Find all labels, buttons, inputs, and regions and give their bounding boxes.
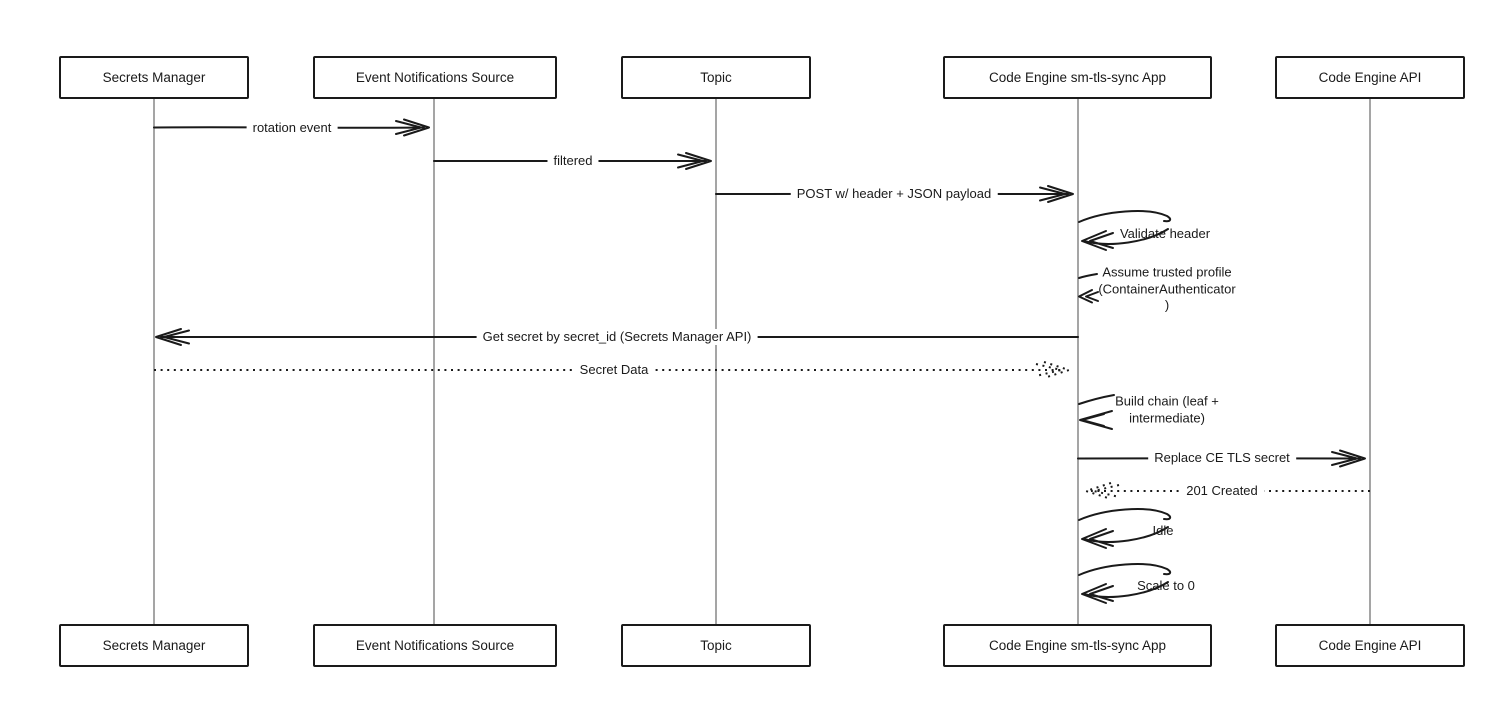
label-build-chain: Build chain (leaf + intermediate) — [1115, 393, 1219, 426]
arrow-idle — [1078, 508, 1172, 549]
lifelines — [153, 99, 1371, 625]
arrow-assume-trusted-profile — [1078, 273, 1099, 304]
label-filtered: filtered — [547, 153, 599, 169]
actor-box-secrets-manager-bottom: Secrets Manager — [59, 624, 249, 667]
actor-box-code-engine-api-top: Code Engine API — [1275, 56, 1465, 99]
arrow-scale-to-0 — [1078, 563, 1172, 604]
label-201-created: 201 Created — [1180, 483, 1264, 499]
actor-box-topic-bottom: Topic — [621, 624, 811, 667]
arrow-secret-data — [154, 361, 1070, 379]
actor-label: Code Engine API — [1318, 70, 1422, 85]
label-replace-secret: Replace CE TLS secret — [1148, 450, 1296, 466]
label-scale-to-0: Scale to 0 — [1137, 577, 1195, 593]
arrow-validate-header — [1078, 210, 1172, 251]
actor-label: Code Engine sm-tls-sync App — [988, 70, 1167, 85]
actor-label: Event Notifications Source — [355, 638, 515, 653]
actor-box-event-notifications-source-top: Event Notifications Source — [313, 56, 557, 99]
actor-box-code-engine-app-bottom: Code Engine sm-tls-sync App — [943, 624, 1212, 667]
label-post-payload: POST w/ header + JSON payload — [790, 186, 998, 202]
actor-label: Code Engine sm-tls-sync App — [988, 638, 1167, 653]
actor-box-event-notifications-source-bottom: Event Notifications Source — [313, 624, 557, 667]
arrow-build-chain — [1078, 394, 1115, 430]
actor-label: Code Engine API — [1318, 638, 1422, 653]
label-idle: Idle — [1152, 522, 1174, 538]
actor-box-code-engine-app-top: Code Engine sm-tls-sync App — [943, 56, 1212, 99]
actor-box-secrets-manager-top: Secrets Manager — [59, 56, 249, 99]
actor-label: Topic — [700, 70, 732, 85]
actor-label: Secrets Manager — [102, 70, 206, 85]
actor-label: Secrets Manager — [102, 638, 206, 653]
actor-box-topic-top: Topic — [621, 56, 811, 99]
label-assume-trusted-profile: Assume trusted profile (ContainerAuthent… — [1098, 264, 1236, 313]
actor-label: Event Notifications Source — [355, 70, 515, 85]
label-rotation-event: rotation event — [246, 120, 338, 136]
label-secret-data: Secret Data — [573, 362, 655, 378]
label-validate-header: Validate header — [1119, 225, 1211, 241]
actor-label: Topic — [700, 638, 732, 653]
label-get-secret: Get secret by secret_id (Secrets Manager… — [476, 329, 758, 345]
actor-box-code-engine-api-bottom: Code Engine API — [1275, 624, 1465, 667]
